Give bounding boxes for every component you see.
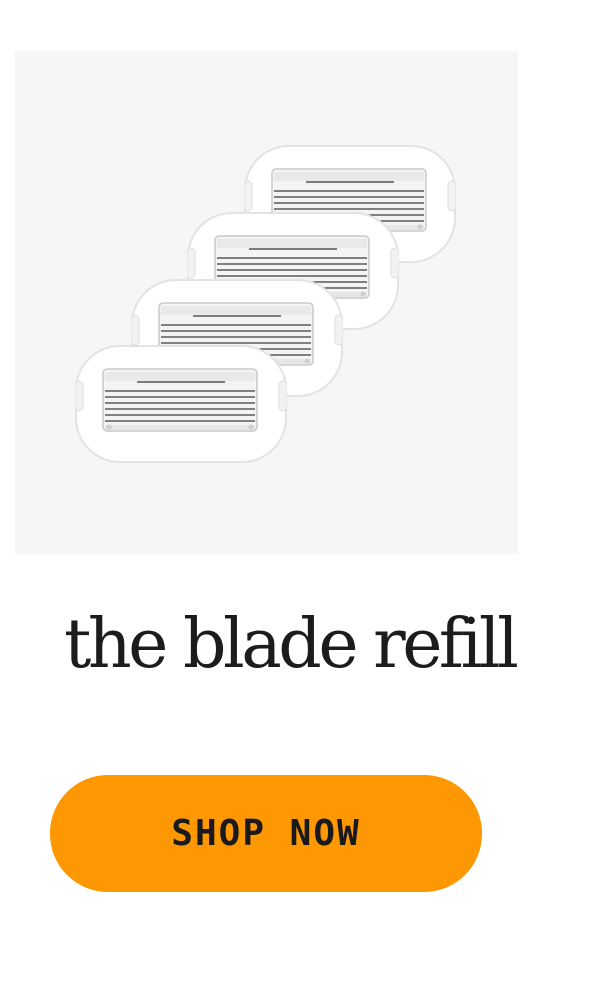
- product-title: the blade refill: [64, 605, 519, 684]
- blade-refill-image[interactable]: [15, 51, 518, 554]
- shop-now-button[interactable]: SHOP NOW: [50, 775, 482, 892]
- razor-cartridges-icon: [75, 145, 456, 463]
